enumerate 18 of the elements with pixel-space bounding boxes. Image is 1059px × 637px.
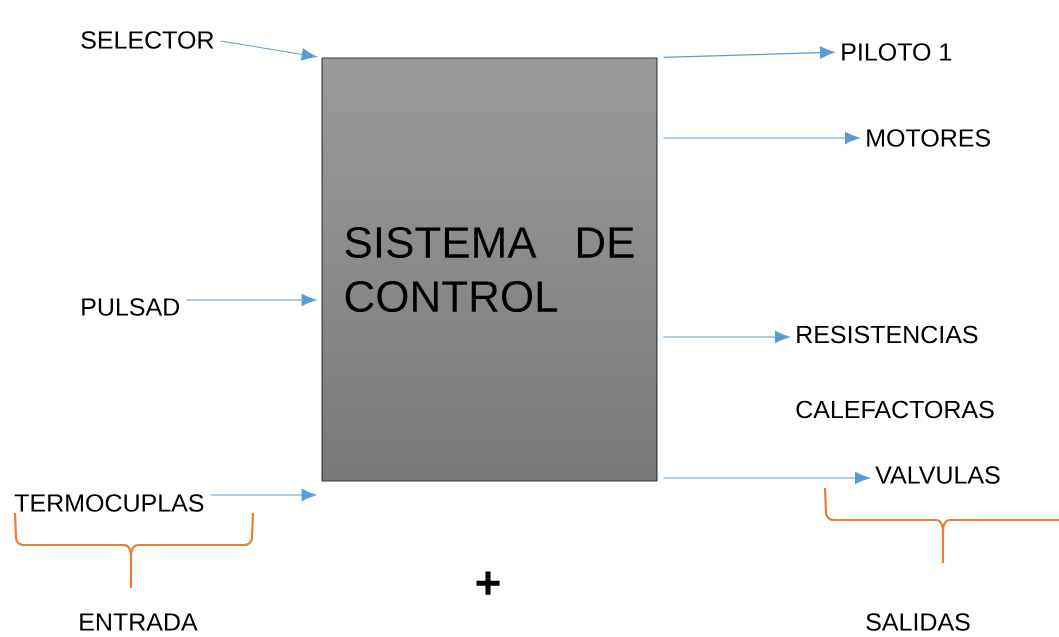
side-label: SALIDAS (866, 613, 970, 631)
arrow (662, 330, 790, 344)
arrow (662, 471, 870, 485)
output-label: RESISTENCIAS CALEFACTORAS (796, 325, 994, 419)
plus-sign: + (476, 571, 500, 595)
arrow (210, 488, 317, 502)
arrow (662, 131, 860, 145)
arrow (185, 293, 317, 307)
arrow (220, 40, 317, 61)
input-label: TERMOCUPLAS (14, 494, 204, 512)
output-label: MOTORES (867, 129, 990, 147)
input-label: SELECTOR (81, 31, 214, 49)
arrow (662, 46, 835, 59)
side-label: ENTRADA (80, 613, 198, 631)
output-label: PILOTO 1 (842, 43, 952, 61)
output-label: VALVULAS (875, 466, 1000, 484)
control-system-box: SISTEMA DE CONTROL (321, 57, 658, 482)
input-label: PULSAD (82, 298, 180, 316)
